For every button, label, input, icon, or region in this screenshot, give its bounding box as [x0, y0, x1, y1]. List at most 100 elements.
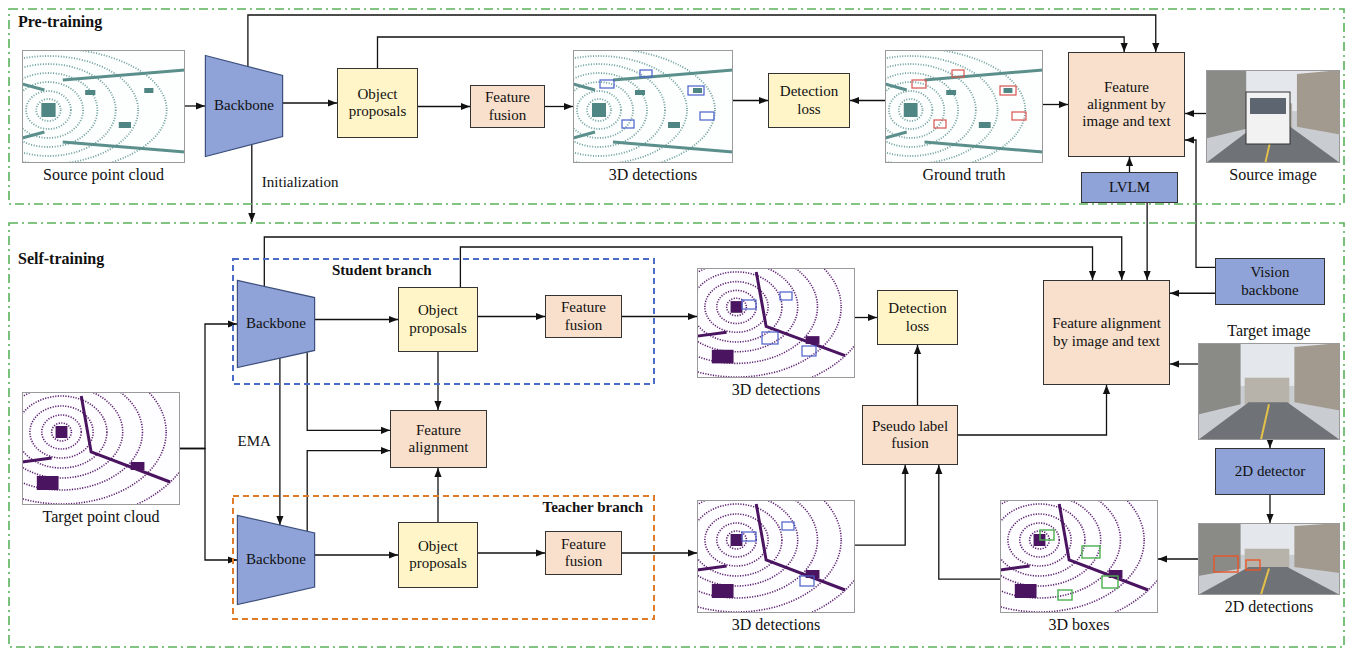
arrow-connector: [478, 316, 545, 317]
student-boxes: [742, 292, 816, 356]
lifted-boxes: [1040, 530, 1118, 600]
process-box: Detection loss: [877, 290, 958, 345]
dashed-outline: [233, 496, 654, 619]
image-panel: 3D detections: [697, 500, 855, 613]
process-box: Feature fusion: [470, 85, 545, 129]
backbone-trapezoid: Backbone: [237, 280, 315, 368]
process-box: Vision backbone: [1215, 258, 1325, 305]
arrow-connector: [939, 465, 1000, 579]
trapezoid-fill: [205, 56, 282, 157]
image-caption: 2D detections: [1225, 598, 1313, 616]
image-caption: Target image: [1227, 322, 1310, 340]
box-label: Object proposals: [343, 86, 412, 121]
image-caption: 3D detections: [609, 166, 697, 184]
arrow-connector: [1129, 157, 1130, 172]
arrow-connector: [855, 465, 905, 545]
dashed-outline: [9, 223, 1344, 647]
box-label: Backbone: [242, 551, 310, 568]
process-box: Feature alignment: [390, 410, 487, 468]
image-panel: Ground truth: [885, 50, 1043, 163]
image-panel: 3D detections: [573, 50, 733, 163]
arrow-connector: [251, 145, 252, 222]
arrow-connector: [378, 37, 1125, 68]
lifted-box-scan: [907, 452, 1172, 628]
box-label: Pseudo label fusion: [868, 418, 952, 453]
dashed-outline: [233, 259, 654, 384]
arrow-connector: [307, 352, 390, 430]
branch-title: Student branch: [332, 262, 432, 279]
arrow-connector: [1170, 293, 1215, 294]
2d-boxes: [1214, 556, 1260, 572]
image-panel: Source image: [1206, 70, 1340, 163]
process-box: Pseudo label fusion: [862, 405, 958, 465]
stage-panel: Pre-trainingSource point cloudBackboneOb…: [8, 8, 1345, 205]
arrow-connector: [315, 554, 398, 555]
box-label: Feature fusion: [551, 299, 616, 334]
arrow-connector: [185, 105, 205, 106]
box-label: Detection loss: [774, 83, 844, 118]
arrow-connector: [180, 449, 237, 561]
arrow-connector: [478, 552, 545, 553]
arrow-connector: [307, 451, 390, 532]
target-point-cloud: [0, 344, 194, 520]
teacher-boxes: [742, 522, 814, 586]
panel-title: Self-training: [18, 250, 104, 268]
arrow-connector: [622, 552, 697, 553]
image-caption: 3D detections: [732, 381, 820, 399]
bus: [1246, 92, 1290, 144]
image-panel: Target image: [1198, 343, 1340, 440]
image-caption: 3D boxes: [1049, 616, 1110, 634]
image-panel: Source point cloud: [22, 50, 185, 163]
box-label: Feature alignment: [396, 422, 481, 457]
arrow-connector: [1185, 113, 1206, 114]
arrow-connector: [283, 102, 337, 103]
process-box: Object proposals: [337, 68, 418, 138]
arrow-connector: [855, 317, 877, 318]
process-box: Object proposals: [398, 287, 478, 352]
process-box: Feature alignment by image and text: [1043, 280, 1170, 385]
stage-panel: Self-trainingStudent branchBackboneObjec…: [8, 222, 1345, 648]
image-caption: Source point cloud: [43, 166, 164, 184]
teacher-detection-scan: [604, 452, 869, 628]
branch-title: Teacher branch: [543, 499, 643, 516]
branch-box: Student branchBackbone Object proposals Fe…: [232, 258, 655, 385]
image-caption: 3D detections: [732, 616, 820, 634]
image-caption: Target point cloud: [43, 508, 160, 526]
box-label: Object proposals: [404, 538, 472, 573]
arrow-connector: [248, 15, 1156, 66]
edge-label: Initialization: [260, 175, 341, 192]
box-label: Object proposals: [404, 302, 472, 337]
box-label: Backbone: [242, 315, 310, 332]
arrow-connector: [264, 237, 1121, 286]
box-label: Vision backbone: [1221, 264, 1319, 299]
arrow-connector: [1170, 363, 1198, 364]
process-box: Feature fusion: [545, 295, 622, 339]
image-caption: Ground truth: [922, 166, 1005, 184]
process-box: Feature fusion: [545, 531, 622, 575]
arrow-connector: [917, 345, 918, 405]
box-label: Backbone: [210, 97, 278, 114]
trapezoid-fill: [237, 280, 314, 367]
arrow-connector: [1269, 495, 1270, 523]
dashed-outline: [9, 9, 1344, 204]
edge-label: EMA: [236, 433, 273, 450]
box-label: Detection loss: [883, 300, 952, 335]
box-label: Feature alignment by image and text: [1049, 315, 1164, 350]
backbone-trapezoid: Backbone: [237, 515, 315, 605]
process-box: Feature alignment by image and text: [1068, 52, 1185, 157]
backbone-trapezoid: Backbone: [205, 55, 283, 157]
arrow-connector: [180, 324, 237, 449]
ground-truth-boxes: [912, 70, 1026, 128]
box-label: LVLM: [1087, 179, 1172, 196]
image-panel: 3D boxes: [1000, 500, 1158, 613]
image-caption: Source image: [1229, 166, 1317, 184]
detected-boxes: [600, 70, 714, 128]
arrow-connector: [622, 316, 697, 317]
arrow-connector: [733, 100, 768, 101]
arrow-connector: [1146, 203, 1147, 280]
arrow-connector: [315, 319, 398, 320]
arrow-connector: [1158, 558, 1198, 559]
arrow-connector: [437, 352, 438, 410]
box-label: Feature fusion: [476, 89, 539, 124]
